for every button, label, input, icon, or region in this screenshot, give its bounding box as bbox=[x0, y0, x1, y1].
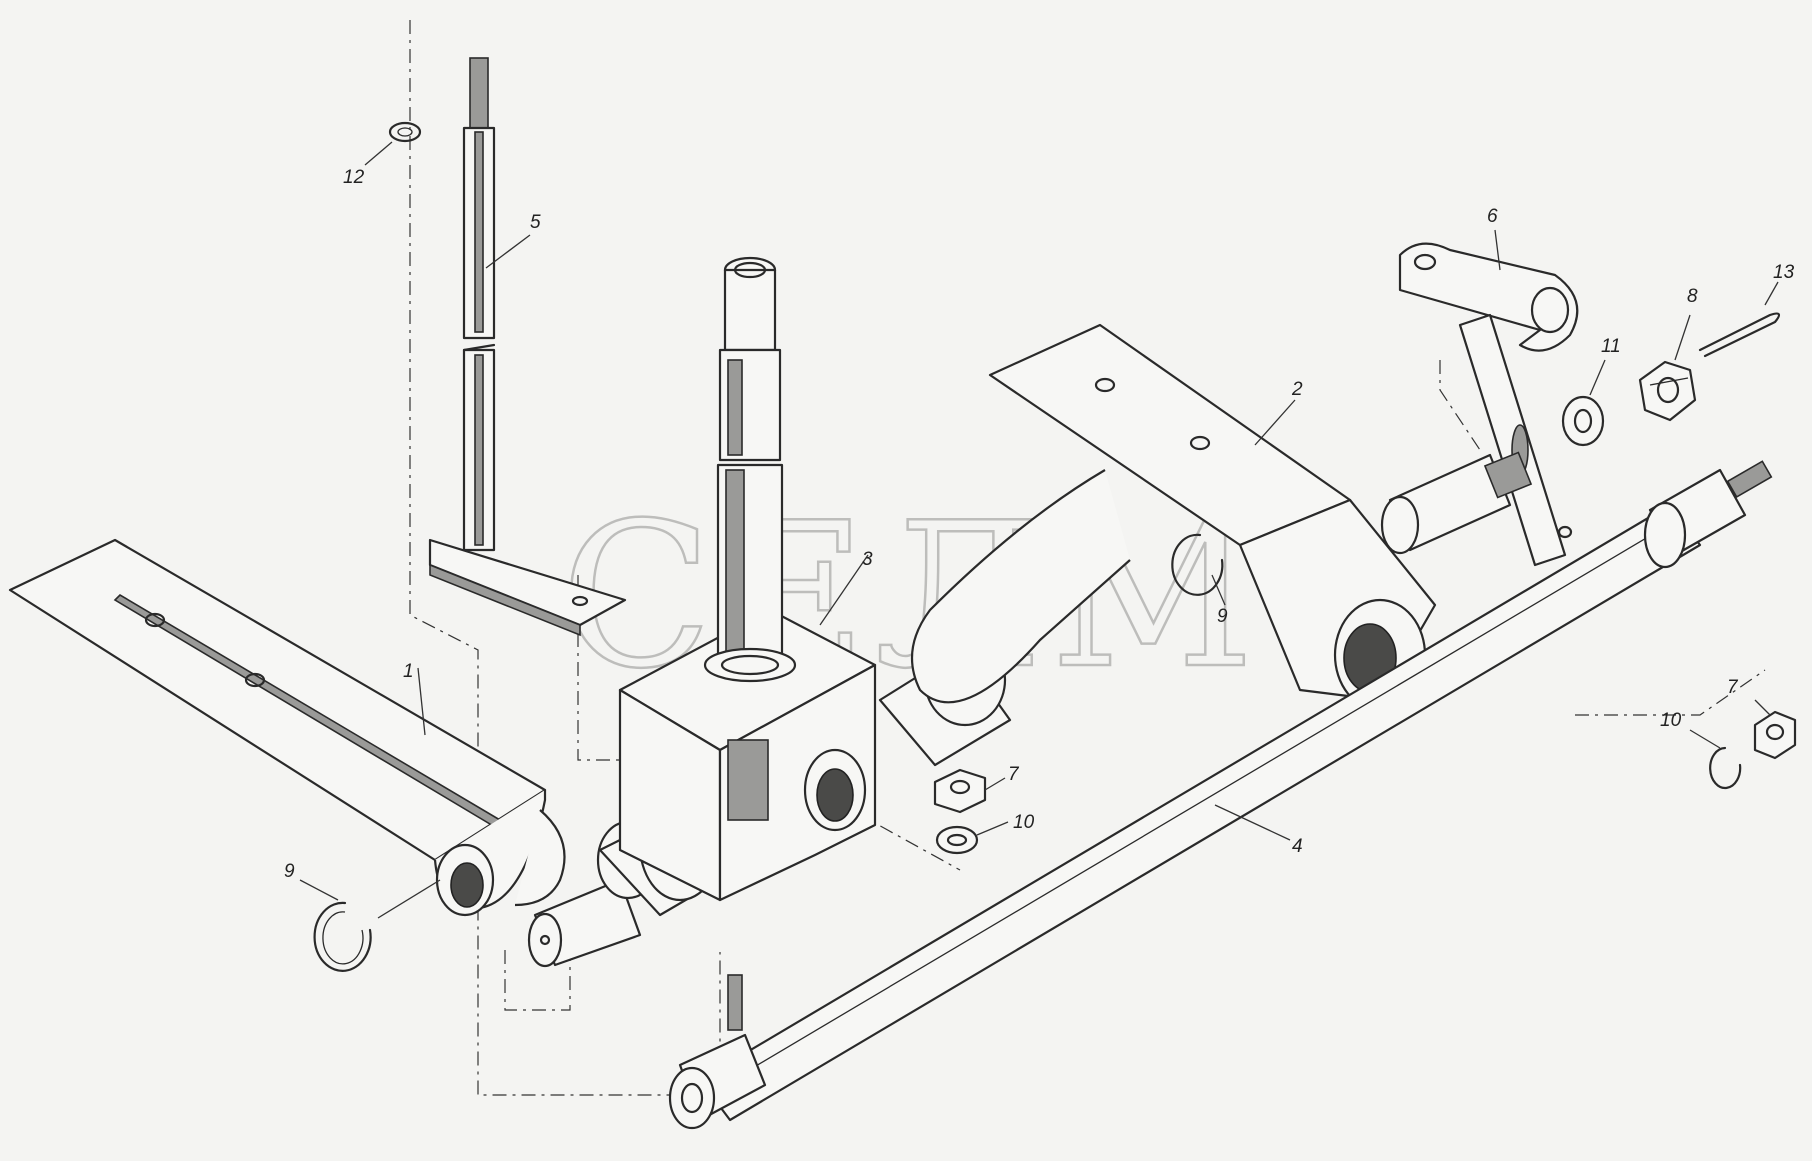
callout-1: 1 bbox=[403, 661, 414, 682]
part-3-clevis-bracket bbox=[618, 256, 877, 902]
callout-9-left: 9 bbox=[284, 861, 295, 882]
part-7-nut-center bbox=[933, 768, 1006, 814]
callout-10-right: 10 bbox=[1660, 710, 1682, 731]
part-13-cotter-pin bbox=[1698, 281, 1781, 358]
part-5-vertical-shaft bbox=[428, 57, 627, 637]
callout-2: 2 bbox=[1291, 379, 1303, 400]
part-9-circlip-right bbox=[1171, 533, 1226, 606]
callout-8: 8 bbox=[1687, 286, 1698, 307]
part-4-tie-rod bbox=[668, 460, 1773, 1130]
part-8-castle-nut bbox=[1638, 314, 1697, 422]
callout-5: 5 bbox=[530, 212, 541, 233]
callout-10-center: 10 bbox=[1013, 812, 1035, 833]
part-12-spring-washer bbox=[364, 121, 422, 166]
part-1-left-bracket bbox=[8, 538, 566, 917]
callout-labels: 12 5 1 9 3 7 10 2 9 4 6 11 8 13 7 10 bbox=[284, 167, 1795, 882]
part-9-circlip-left bbox=[299, 879, 441, 972]
part-10-lock-washer-right bbox=[1689, 729, 1742, 790]
callout-4: 4 bbox=[1292, 836, 1303, 857]
part-2-right-bracket bbox=[910, 323, 1437, 712]
part-10-lock-washer-center bbox=[935, 821, 1009, 855]
callout-13: 13 bbox=[1773, 262, 1795, 283]
callout-3: 3 bbox=[862, 549, 873, 570]
part-11-washer bbox=[1561, 359, 1606, 447]
callout-6: 6 bbox=[1487, 206, 1498, 227]
callout-7-center: 7 bbox=[1008, 764, 1020, 785]
callout-9-right: 9 bbox=[1217, 606, 1228, 627]
callout-11: 11 bbox=[1601, 336, 1621, 357]
lever-pivot-shaft bbox=[1380, 451, 1533, 555]
part-7-nut-right bbox=[1753, 699, 1797, 760]
callout-12: 12 bbox=[343, 167, 365, 188]
callout-7-right: 7 bbox=[1727, 677, 1739, 698]
